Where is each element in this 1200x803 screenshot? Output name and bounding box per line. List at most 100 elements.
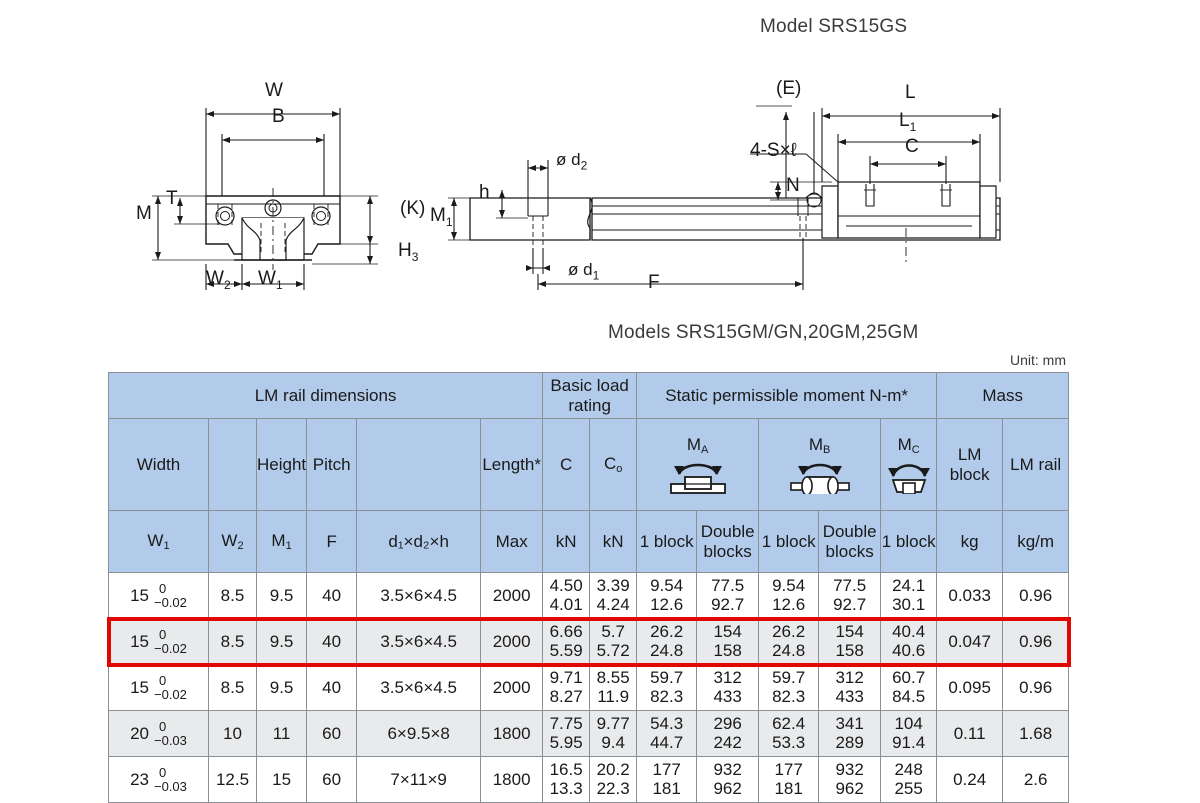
subheader-max: Max — [480, 510, 544, 573]
subheader-kn-c: kN — [542, 510, 591, 573]
label-L1: L1 — [899, 110, 917, 134]
unit-note: Unit: mm — [1010, 352, 1066, 368]
side-view-drawing — [448, 105, 1001, 290]
cell-f: 40 — [306, 664, 358, 711]
subheader-kn-c0: kN — [589, 510, 638, 573]
cell-m1: 9.5 — [255, 664, 308, 711]
subheader-mb-double-blocks: Double blocks — [818, 510, 882, 573]
cell-d1-d2-h: 3.5×6×4.5 — [356, 664, 482, 711]
subheader-kg-per-m: kg/m — [1002, 510, 1070, 573]
cell-m1: 15 — [255, 756, 308, 803]
label-W2: W2 — [206, 268, 231, 292]
cross-section-drawing — [152, 108, 378, 290]
label-d2: ø d2 — [556, 150, 588, 173]
header-C: C — [542, 418, 591, 511]
header-MC: MC — [880, 418, 938, 511]
moment-ma-icon — [669, 463, 726, 495]
cell-w2: 8.5 — [208, 618, 257, 665]
subheader-kg: kg — [936, 510, 1004, 573]
cell-m1: 11 — [255, 710, 308, 757]
cell-f: 40 — [306, 618, 358, 665]
cell-mass-block: 0.033 — [936, 572, 1004, 619]
cell-mass-rail: 1.68 — [1002, 710, 1070, 757]
cell-mass-rail: 0.96 — [1002, 572, 1070, 619]
cell-d1-d2-h: 3.5×6×4.5 — [356, 572, 482, 619]
header-pitch: Pitch — [306, 418, 358, 511]
cell-d1-d2-h: 7×11×9 — [356, 756, 482, 803]
label-T: T — [166, 188, 178, 209]
cell-w2: 8.5 — [208, 664, 257, 711]
label-L: L — [905, 82, 916, 103]
header-blank-w2 — [208, 418, 257, 511]
cell-max-length: 1800 — [480, 710, 544, 757]
subheader-W2: W2 — [208, 510, 257, 573]
cell-d1-d2-h: 3.5×6×4.5 — [356, 618, 482, 665]
cell-mass-rail: 0.96 — [1002, 618, 1070, 665]
cell-m1: 9.5 — [255, 572, 308, 619]
label-W1: W1 — [258, 268, 283, 292]
header-MB: MB — [758, 418, 882, 511]
cell-f: 40 — [306, 572, 358, 619]
title-models-group: Models SRS15GM/GN,20GM,25GM — [608, 322, 919, 343]
cell-mass-block: 0.095 — [936, 664, 1004, 711]
title-model-srs15gs: Model SRS15GS — [760, 16, 908, 37]
cell-d1-d2-h: 6×9.5×8 — [356, 710, 482, 757]
label-M: M — [136, 203, 152, 224]
cell-max-length: 2000 — [480, 618, 544, 665]
label-h: h — [479, 182, 490, 203]
header-height: Height — [255, 418, 308, 511]
cell-max-length: 2000 — [480, 572, 544, 619]
header-lm-block-mass: LM block — [936, 418, 1004, 511]
label-B: B — [272, 106, 285, 127]
label-F: F — [648, 272, 660, 293]
subheader-d1-d2-h: d₁×d₂×h — [356, 510, 482, 573]
label-W: W — [265, 80, 283, 101]
cell-mass-block: 0.11 — [936, 710, 1004, 757]
cell-m1: 9.5 — [255, 618, 308, 665]
moment-mc-icon — [887, 464, 930, 495]
subheader-M1: M1 — [255, 510, 308, 573]
specification-table: LM rail dimensions Basic load rating Sta… — [107, 372, 1070, 803]
label-d1: ø d1 — [568, 260, 600, 283]
cell-max-length: 2000 — [480, 664, 544, 711]
label-H3: H3 — [398, 240, 419, 264]
table-group-header-row: LM rail dimensions Basic load rating Sta… — [107, 372, 1070, 419]
cell-max-length: 1800 — [480, 756, 544, 803]
header-length: Length* — [480, 418, 544, 511]
cell-f: 60 — [306, 756, 358, 803]
cell-w2: 10 — [208, 710, 257, 757]
subheader-ma-double-blocks: Double blocks — [696, 510, 760, 573]
table-sub-header-row: W1 W2 M1 F d₁×d₂×h Max kN kN 1 block Dou… — [108, 510, 1070, 573]
cell-w2: 12.5 — [208, 756, 257, 803]
header-blank-dxdxh — [356, 418, 482, 511]
